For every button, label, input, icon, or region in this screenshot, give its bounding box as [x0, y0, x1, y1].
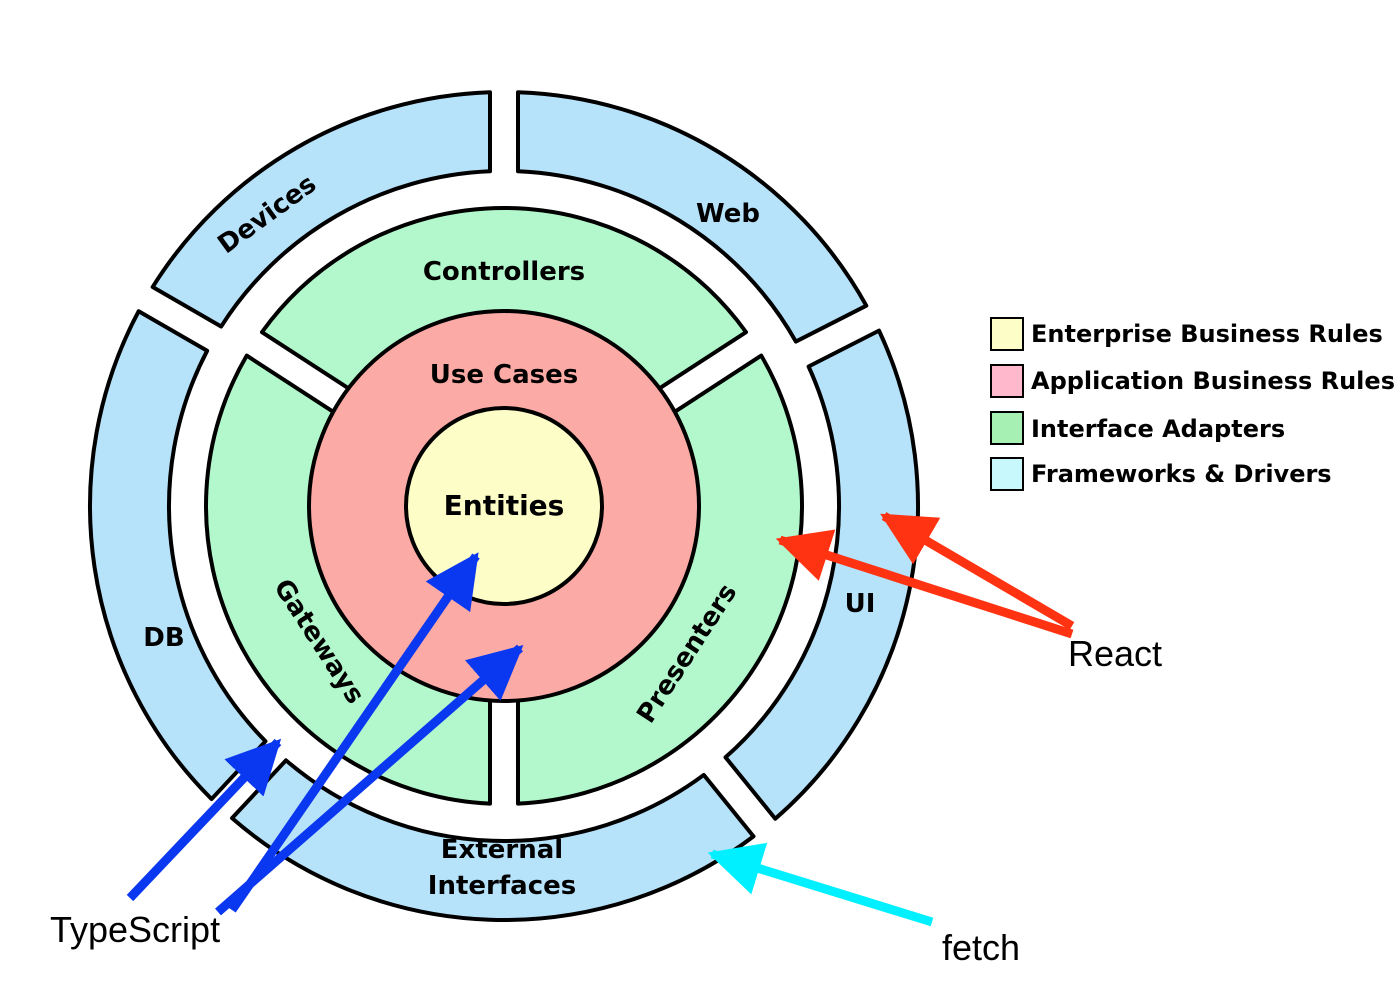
frameworks-ring: [88, 90, 920, 922]
db-segment: [88, 309, 268, 802]
legend-swatch-application: [990, 364, 1024, 398]
web-segment: [515, 90, 869, 344]
legend-label-frameworks: Frameworks & Drivers: [1031, 460, 1332, 488]
arrow-react-to-presenters: [775, 529, 1074, 639]
typescript-label: TypeScript: [50, 909, 220, 950]
controllers-label: Controllers: [423, 257, 585, 287]
external-interfaces-label-line1: External: [441, 835, 563, 865]
use-cases-label: Use Cases: [430, 360, 578, 390]
ui-label: UI: [845, 589, 876, 619]
typescript-arrows: [126, 552, 524, 916]
fetch-label: fetch: [942, 927, 1020, 968]
ui-segment: [723, 328, 920, 821]
db-label: DB: [143, 623, 184, 653]
legend: Enterprise Business Rules Application Bu…: [990, 317, 1395, 491]
legend-label-enterprise: Enterprise Business Rules: [1031, 320, 1383, 348]
react-arrows: [775, 512, 1075, 639]
arrow-typescript-to-use-cases: [215, 644, 524, 916]
web-label: Web: [696, 199, 760, 229]
entities-label: Entities: [444, 489, 565, 522]
devices-segment: [150, 90, 493, 329]
legend-swatch-adapters: [990, 411, 1024, 445]
legend-swatch-frameworks: [990, 457, 1024, 491]
legend-label-adapters: Interface Adapters: [1031, 415, 1285, 443]
arrow-react-to-ui: [880, 512, 1075, 630]
legend-label-application: Application Business Rules: [1031, 367, 1395, 395]
arrow-typescript-to-entities: [228, 552, 480, 913]
external-interfaces-label-line2: Interfaces: [428, 871, 576, 901]
arrow-fetch-to-external-interfaces: [707, 842, 934, 927]
react-label: React: [1068, 633, 1162, 674]
legend-swatch-enterprise: [990, 317, 1024, 351]
external-interfaces-segment: [230, 758, 756, 922]
arrow-typescript-to-db: [126, 738, 282, 902]
